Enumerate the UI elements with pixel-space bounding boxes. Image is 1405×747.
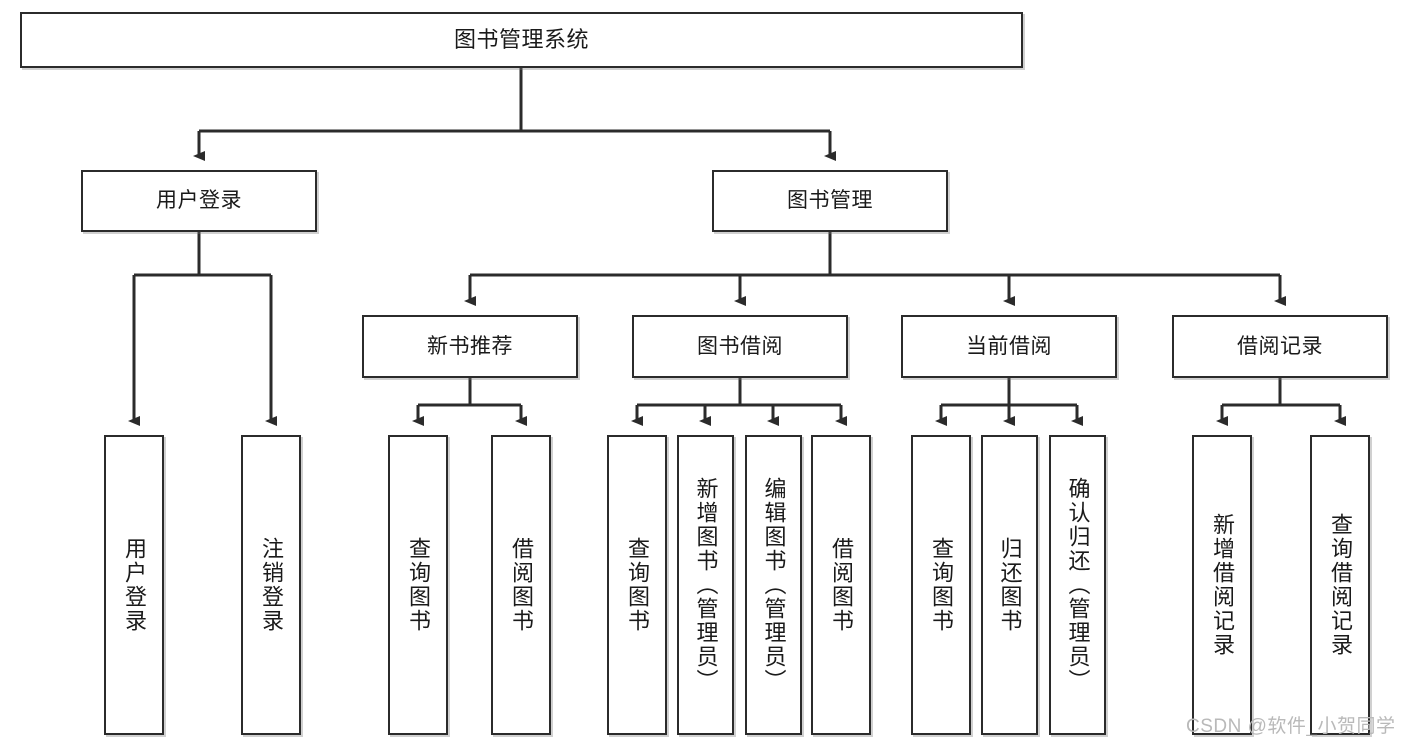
leaf-bb-add-book-admin[interactable]: 新增图书（管理员） bbox=[677, 435, 734, 735]
leaf-bb-borrow-book[interactable]: 借阅图书 bbox=[811, 435, 871, 735]
node-book-management[interactable]: 图书管理 bbox=[712, 170, 948, 232]
leaf-cb-query-book[interactable]: 查询图书 bbox=[911, 435, 971, 735]
leaf-logout[interactable]: 注销登录 bbox=[241, 435, 301, 735]
node-label: 查询图书 bbox=[405, 537, 431, 633]
node-label: 归还图书 bbox=[997, 537, 1023, 633]
leaf-user-login[interactable]: 用户登录 bbox=[104, 435, 164, 735]
watermark-text: CSDN @软件_小贺同学 bbox=[1186, 716, 1396, 737]
leaf-br-add-record[interactable]: 新增借阅记录 bbox=[1192, 435, 1252, 735]
leaf-nbr-borrow-book[interactable]: 借阅图书 bbox=[491, 435, 551, 735]
node-label: 注销登录 bbox=[258, 537, 284, 633]
node-label: 图书管理 bbox=[787, 189, 873, 213]
node-label: 新增借阅记录 bbox=[1209, 513, 1235, 657]
leaf-bb-edit-book-admin[interactable]: 编辑图书（管理员） bbox=[745, 435, 802, 735]
leaf-br-query-record[interactable]: 查询借阅记录 bbox=[1310, 435, 1370, 735]
node-label: 查询借阅记录 bbox=[1327, 513, 1353, 657]
node-user-login[interactable]: 用户登录 bbox=[81, 170, 317, 232]
node-root-book-management-system[interactable]: 图书管理系统 bbox=[20, 12, 1023, 68]
node-label: 确认归还（管理员） bbox=[1065, 477, 1091, 693]
node-label: 借阅记录 bbox=[1237, 334, 1323, 358]
node-label: 当前借阅 bbox=[966, 334, 1052, 358]
node-label: 新书推荐 bbox=[427, 334, 513, 358]
node-new-book-recommend[interactable]: 新书推荐 bbox=[362, 315, 578, 378]
node-label: 用户登录 bbox=[156, 189, 242, 213]
node-label: 新增图书（管理员） bbox=[693, 477, 719, 693]
node-label: 借阅图书 bbox=[828, 537, 854, 633]
node-current-borrow[interactable]: 当前借阅 bbox=[901, 315, 1117, 378]
node-borrow-record[interactable]: 借阅记录 bbox=[1172, 315, 1388, 378]
node-book-borrow[interactable]: 图书借阅 bbox=[632, 315, 848, 378]
node-label: 图书借阅 bbox=[697, 334, 783, 358]
leaf-cb-confirm-return-admin[interactable]: 确认归还（管理员） bbox=[1049, 435, 1106, 735]
node-label: 编辑图书（管理员） bbox=[761, 477, 787, 693]
node-label: 借阅图书 bbox=[508, 537, 534, 633]
node-label: 查询图书 bbox=[624, 537, 650, 633]
leaf-nbr-query-book[interactable]: 查询图书 bbox=[388, 435, 448, 735]
leaf-bb-query-book[interactable]: 查询图书 bbox=[607, 435, 667, 735]
node-label: 查询图书 bbox=[928, 537, 954, 633]
node-label: 用户登录 bbox=[121, 537, 147, 633]
node-label: 图书管理系统 bbox=[453, 26, 589, 52]
leaf-cb-return-book[interactable]: 归还图书 bbox=[981, 435, 1038, 735]
